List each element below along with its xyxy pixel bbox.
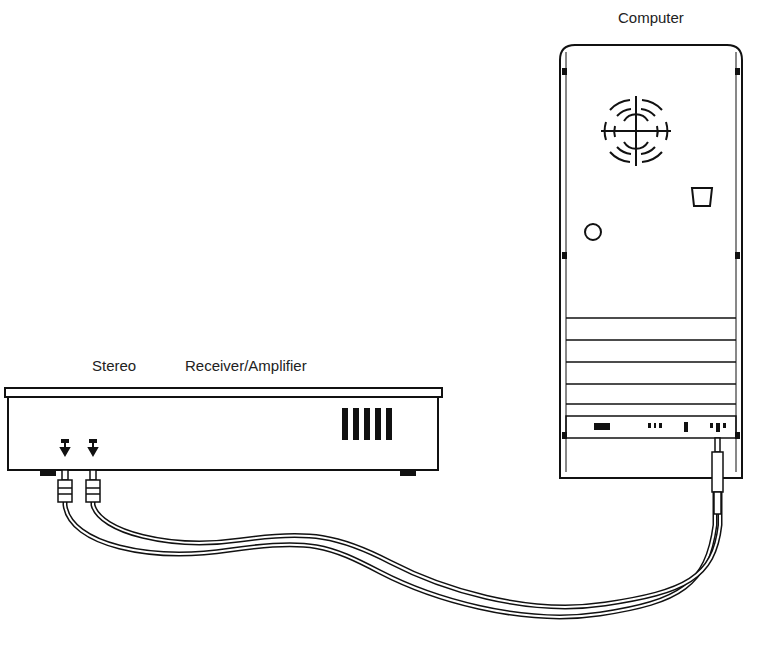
receiver-top — [5, 388, 442, 397]
equipment-label: Computer — [618, 9, 684, 27]
audio-cable — [65, 470, 720, 617]
case-notches — [562, 68, 740, 439]
cable-strand — [93, 470, 720, 607]
io-panel — [566, 416, 736, 438]
power-socket — [692, 188, 712, 206]
switch-hole — [585, 224, 601, 240]
receiver-vents — [342, 408, 392, 440]
cable-strand — [65, 470, 715, 617]
cable-strand — [65, 470, 715, 617]
cable-strand — [93, 470, 720, 607]
io-ports — [594, 422, 726, 432]
input-jacks — [61, 440, 97, 455]
expansion-slots — [566, 318, 736, 404]
computer-case — [560, 45, 742, 478]
equipment-label: Receiver/Amplifier — [185, 357, 307, 375]
equipment-label: Stereo — [92, 357, 136, 375]
audio-plug — [712, 438, 723, 514]
receiver-box: StereoReceiver/Amplifier — [8, 397, 438, 470]
rca-plugs — [58, 470, 100, 502]
computer-box: Computer — [560, 45, 742, 478]
receiver-body — [8, 397, 438, 470]
fan-grille — [601, 96, 671, 166]
